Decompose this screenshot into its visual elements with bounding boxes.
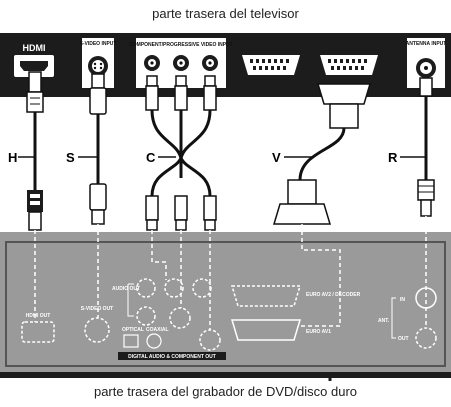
recorder-hdmi-out-port bbox=[21, 321, 55, 343]
recorder-svideo-out-label: S-VIDEO OUT bbox=[81, 306, 114, 312]
plug-guides bbox=[34, 216, 427, 330]
recorder-ant-out-jack bbox=[415, 327, 437, 349]
cable-label-r: R bbox=[388, 150, 398, 165]
recorder-svideo-out-jack bbox=[84, 317, 110, 343]
recorder-digital-audio-label: DIGITAL AUDIO & COMPONENT OUT bbox=[128, 354, 216, 360]
tv-scart-2 bbox=[320, 55, 378, 75]
recorder-ant-in-label: IN bbox=[400, 297, 405, 303]
cable-label-v: V bbox=[272, 150, 281, 165]
recorder-pb-jack bbox=[169, 307, 191, 329]
tv-hdmi-socket bbox=[20, 61, 48, 71]
recorder-hdmi-out-label: HDMI OUT bbox=[26, 313, 51, 319]
recorder-back-caption: parte trasera del grabador de DVD/disco … bbox=[93, 384, 358, 399]
rf-cable bbox=[417, 77, 435, 217]
tv-antenna-label: ANTENNA INPUT bbox=[406, 41, 447, 47]
tv-component-label: COMPONENT/PROGRESSIVE VIDEO INPUT bbox=[129, 42, 233, 48]
recorder-audio-out-label: AUDIO OUT bbox=[112, 286, 140, 292]
tv-scart-1 bbox=[242, 55, 300, 75]
scart-cable bbox=[272, 83, 372, 225]
component-cable bbox=[145, 75, 217, 231]
recorder-back-panel bbox=[0, 232, 451, 372]
recorder-euro-av2-port bbox=[230, 285, 302, 307]
svideo-cable bbox=[89, 73, 107, 225]
cable-label-s: S bbox=[66, 150, 75, 165]
recorder-ant-out-label: OUT bbox=[398, 336, 409, 342]
recorder-ant-label: ANT. bbox=[378, 318, 390, 324]
tv-svideo-label: S-VIDEO INPUT bbox=[80, 41, 117, 47]
hdmi-cable bbox=[26, 71, 44, 231]
cable-label-c: C bbox=[146, 150, 156, 165]
recorder-euro-av1-label: EURO AV1 bbox=[306, 329, 331, 335]
recorder-euro-av2-label: EURO AV2 / DECODER bbox=[306, 292, 361, 298]
recorder-euro-av1-port bbox=[230, 319, 302, 341]
recorder-optical-label: OPTICAL bbox=[122, 327, 144, 333]
recorder-coaxial-label: COAXIAL bbox=[146, 327, 169, 333]
cable-label-h: H bbox=[8, 150, 17, 165]
tv-hdmi-label: HDMI bbox=[23, 43, 46, 53]
tv-back-caption: parte trasera del televisor bbox=[152, 6, 299, 21]
